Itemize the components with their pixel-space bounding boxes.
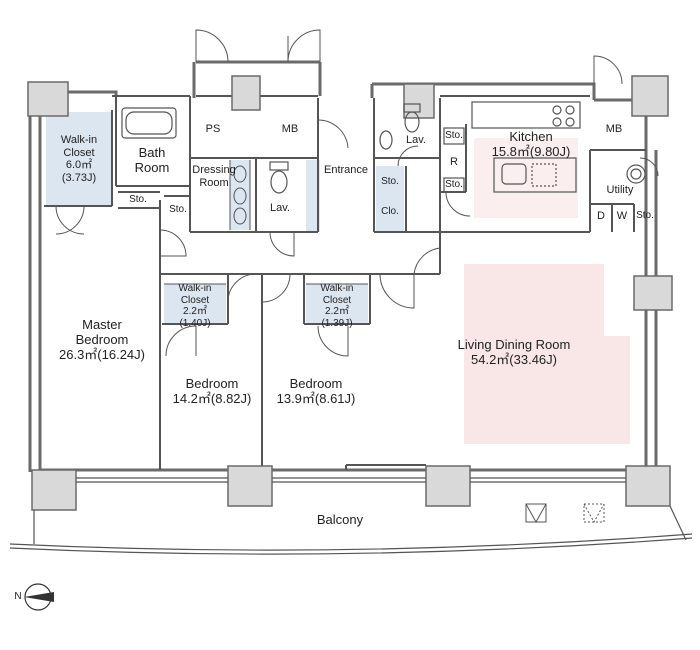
kitchen-fixtures: [443, 101, 581, 193]
entrance-label: Entrance: [323, 164, 369, 176]
columns: [27, 75, 673, 511]
mb-label-1: MB: [281, 123, 299, 135]
compass-label: N: [14, 591, 22, 602]
closet-lines: [111, 110, 590, 285]
dressing-room-label: Dressing Room: [192, 164, 236, 189]
dryer-label: D: [597, 210, 605, 222]
lav-label-1: Lav.: [270, 202, 290, 214]
living-highlight-2: [600, 336, 630, 444]
compass-icon: [24, 583, 54, 611]
sto-utility-label: Sto.: [636, 210, 654, 221]
sto-kitchen-label-2: Sto.: [445, 179, 463, 190]
toilet-icons: [269, 103, 646, 194]
mb-label-2: MB: [605, 123, 623, 135]
entrance-closet-fill-2: [376, 166, 404, 232]
bedroom-2-label: Bedroom 14.2㎡(8.82J): [172, 376, 252, 406]
bath-room-label: Bath Room: [134, 145, 170, 175]
bedroom-3-label: Bedroom 13.9㎡(8.61J): [276, 376, 356, 406]
entrance-closet-fill: [306, 160, 320, 232]
ps-label: PS: [205, 123, 221, 135]
living-dining-label: Living Dining Room 54.2㎡(33.46J): [457, 337, 571, 367]
sto-dressing-label: Sto.: [169, 204, 187, 215]
internal-walls: [44, 95, 646, 470]
kitchen-label: Kitchen 15.8㎡(9.80J): [491, 129, 571, 159]
walk-in-closet-master-label: Walk-in Closet 6.0㎡ (3.73J): [60, 134, 98, 184]
sto-kitchen-label-1: Sto.: [445, 130, 463, 141]
sto-bath-label: Sto.: [129, 194, 147, 205]
bathtub-icon: [121, 107, 177, 139]
walk-in-closet-3-label: Walk-in Closet 2.2㎡ (1.39J): [320, 283, 354, 329]
lav-label-2: Lav.: [406, 134, 426, 146]
washer-label: W: [616, 210, 628, 222]
vanity-icons: [229, 160, 251, 230]
master-bedroom-label: Master Bedroom 26.3㎡(16.24J): [59, 317, 145, 362]
walk-in-closet-2-fill: [164, 284, 226, 324]
balcony-edges: [9, 477, 693, 555]
utility-label: Utility: [606, 184, 634, 196]
walk-in-closet-master-fill: [46, 112, 112, 206]
ac-units: [525, 503, 605, 524]
balcony-label: Balcony: [316, 512, 364, 527]
walk-in-closet-2-label: Walk-in Closet 2.2㎡ (1.40J): [178, 283, 212, 329]
doors: [55, 29, 659, 357]
walk-in-closet-3-fill: [306, 284, 368, 324]
sto-entrance-label: Sto.: [381, 176, 399, 187]
clo-entrance-label: Clo.: [381, 206, 399, 217]
living-highlight: [464, 264, 604, 444]
refrigerator-label: R: [450, 156, 458, 168]
